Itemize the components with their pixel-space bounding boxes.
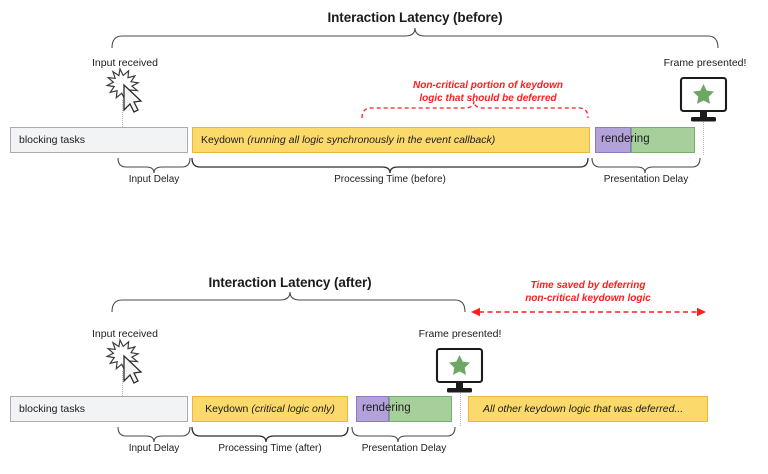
after-brace-presentation-delay (351, 426, 456, 443)
before-monitor-star-icon (679, 76, 728, 122)
before-block-rendering-green (631, 127, 695, 153)
after-red-annotation-line2: non-critical keydown logic (525, 292, 651, 304)
after-frame-presented-label: Frame presented! (418, 328, 502, 340)
after-deferred-text: All other keydown logic that was deferre… (483, 403, 684, 415)
after-frame-connector (460, 391, 461, 426)
after-brace-label-presentation-delay: Presentation Delay (361, 443, 447, 454)
after-brace-input-delay (117, 426, 191, 443)
after-block-rendering-purple (356, 396, 389, 422)
after-input-connector (122, 371, 123, 398)
after-blocking-tasks-text: blocking tasks (19, 403, 85, 415)
before-frame-connector (703, 120, 704, 155)
before-red-annotation-line2: logic that should be deferred (419, 92, 557, 104)
after-monitor-star-icon (435, 347, 484, 393)
before-block-rendering-purple (595, 127, 631, 153)
after-brace-processing-time (191, 426, 349, 443)
before-click-burst-cursor-icon (105, 67, 143, 113)
before-brace-label-presentation-delay: Presentation Delay (603, 174, 689, 185)
after-block-deferred-logic: All other keydown logic that was deferre… (468, 396, 708, 422)
before-brace-processing-time (191, 157, 589, 174)
after-section-title: Interaction Latency (after) (208, 275, 372, 290)
before-block-keydown: Keydown (running all logic synchronously… (192, 127, 590, 153)
before-blocking-tasks-text: blocking tasks (19, 134, 85, 146)
after-input-received-label: Input received (92, 328, 158, 340)
after-red-annotation-line1: Time saved by deferring (530, 280, 646, 291)
after-block-blocking-tasks: blocking tasks (10, 396, 188, 422)
before-red-annotation-line1: Non-critical portion of keydown (412, 80, 563, 91)
after-click-burst-cursor-icon (105, 338, 143, 384)
after-red-annotation: Time saved by deferring non-critical key… (478, 280, 698, 305)
after-keydown-lead: Keydown (205, 403, 249, 415)
before-brace-label-processing-time: Processing Time (before) (334, 174, 446, 185)
before-red-annotation: Non-critical portion of keydown logic th… (378, 80, 598, 105)
before-input-received-label: Input received (92, 57, 158, 69)
after-brace-label-processing-time: Processing Time (after) (218, 443, 322, 454)
before-brace-label-input-delay: Input Delay (128, 174, 180, 185)
after-block-keydown: Keydown (critical logic only) (192, 396, 348, 422)
before-keydown-lead: Keydown (201, 134, 245, 146)
before-frame-presented-label: Frame presented! (663, 57, 747, 69)
after-block-rendering-green (389, 396, 452, 422)
after-time-saved-arrow (471, 307, 706, 317)
before-brace-input-delay (117, 157, 191, 174)
before-block-blocking-tasks: blocking tasks (10, 127, 188, 153)
before-brace-presentation-delay (591, 157, 701, 174)
before-input-connector (122, 100, 123, 127)
before-keydown-detail: (running all logic synchronously in the … (247, 134, 496, 146)
after-keydown-detail: (critical logic only) (251, 403, 335, 415)
after-master-brace (111, 291, 466, 313)
after-brace-label-input-delay: Input Delay (128, 443, 180, 454)
before-section-title: Interaction Latency (before) (327, 10, 503, 25)
before-master-brace (111, 27, 719, 49)
